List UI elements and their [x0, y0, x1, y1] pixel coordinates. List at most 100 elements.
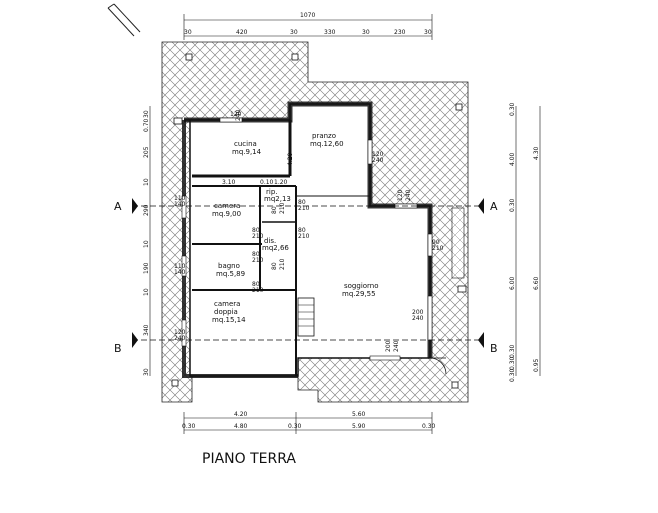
room-pranzo: pranzo mq.12,60: [310, 132, 344, 148]
svg-text:110: 110: [174, 263, 186, 270]
svg-text:0.30: 0.30: [422, 423, 436, 430]
svg-text:80: 80: [298, 199, 306, 206]
room-area: mq.12,60: [310, 140, 344, 148]
svg-text:4.00: 4.00: [509, 152, 516, 166]
section-label-b-left: B: [114, 342, 122, 355]
dimension-left: 30 0.70 205 10 290 10 190 10 340 30: [143, 106, 151, 376]
svg-text:30: 30: [143, 110, 150, 118]
svg-text:4.80: 4.80: [234, 423, 248, 430]
svg-text:0.10: 0.10: [260, 179, 274, 186]
section-label-a-left: A: [114, 200, 122, 213]
dimension-top: 1070 30 420 30 330 30 230 30: [183, 12, 433, 40]
svg-text:6.00: 6.00: [509, 276, 516, 290]
svg-text:200: 200: [412, 309, 424, 316]
svg-text:120: 120: [397, 189, 404, 201]
svg-text:0.30: 0.30: [509, 356, 516, 370]
svg-text:190: 190: [143, 262, 150, 274]
svg-text:5.90: 5.90: [352, 423, 366, 430]
room-name-2: doppia: [214, 308, 238, 316]
room-area: mq2,13: [264, 195, 291, 203]
svg-text:30: 30: [424, 29, 432, 36]
room-area: mq.5,89: [216, 270, 245, 278]
corner-marker-icon: [107, 3, 141, 37]
svg-text:210: 210: [298, 205, 310, 212]
svg-text:0.95: 0.95: [533, 358, 540, 372]
svg-text:240: 240: [372, 157, 384, 164]
svg-text:140: 140: [174, 269, 186, 276]
svg-text:340: 340: [143, 324, 150, 336]
room-cucina: cucina mq.9,14: [232, 140, 262, 156]
svg-text:80: 80: [252, 281, 260, 288]
room-name: soggiorno: [344, 282, 379, 290]
svg-text:80: 80: [271, 206, 278, 214]
svg-text:30: 30: [362, 29, 370, 36]
svg-text:30: 30: [184, 29, 192, 36]
svg-text:4.30: 4.30: [533, 146, 540, 160]
room-area: mq.9,14: [232, 148, 262, 156]
svg-text:120: 120: [174, 329, 186, 336]
svg-text:420: 420: [236, 29, 248, 36]
svg-text:120: 120: [372, 151, 384, 158]
plan-title: PIANO TERRA: [202, 451, 296, 467]
room-area: mq.29,55: [342, 290, 376, 298]
svg-text:210: 210: [252, 233, 264, 240]
svg-text:1.20: 1.20: [274, 179, 288, 186]
svg-text:210: 210: [252, 287, 264, 294]
svg-text:210: 210: [279, 202, 286, 214]
room-name: camera: [214, 300, 240, 308]
svg-text:0.30: 0.30: [288, 423, 302, 430]
stair: [297, 297, 315, 337]
svg-text:205: 205: [143, 146, 150, 158]
svg-text:10: 10: [143, 240, 150, 248]
svg-text:3.10: 3.10: [222, 179, 236, 186]
svg-text:230: 230: [394, 29, 406, 36]
svg-text:240: 240: [393, 340, 400, 352]
svg-text:210: 210: [252, 257, 264, 264]
svg-text:120: 120: [230, 111, 242, 118]
svg-text:0.70: 0.70: [143, 118, 150, 132]
dim-top-total: 1070: [300, 12, 315, 19]
svg-text:290: 290: [143, 204, 150, 216]
room-name: pranzo: [312, 132, 336, 140]
svg-text:80: 80: [271, 262, 278, 270]
room-bagno: bagno mq.5,89: [216, 262, 245, 278]
svg-text:200: 200: [385, 340, 392, 352]
section-line-a: [132, 198, 484, 214]
svg-text:0.30: 0.30: [509, 102, 516, 116]
room-area: mq.15,14: [212, 316, 246, 324]
svg-text:330: 330: [324, 29, 336, 36]
svg-text:210: 210: [432, 245, 444, 252]
svg-text:90: 90: [432, 239, 440, 246]
svg-text:240: 240: [412, 315, 424, 322]
svg-text:80: 80: [252, 227, 260, 234]
svg-text:240: 240: [405, 189, 412, 201]
dimension-bottom: 4.20 5.60 0.30 4.80 0.30 5.90 0.30: [182, 411, 436, 434]
svg-text:110: 110: [174, 195, 186, 202]
room-camera-doppia: camera doppia mq.15,14: [212, 300, 246, 324]
svg-text:210: 210: [279, 258, 286, 270]
svg-text:210: 210: [298, 233, 310, 240]
room-area: mq.9,00: [212, 210, 241, 218]
svg-text:6.60: 6.60: [533, 276, 540, 290]
section-label-a-right: A: [490, 200, 498, 213]
room-name: cucina: [234, 140, 257, 148]
svg-text:0.30: 0.30: [509, 368, 516, 382]
svg-text:10: 10: [143, 288, 150, 296]
dimension-right: 0.30 4.00 0.30 6.00 0.30 0.30 0.30 4.30 …: [509, 102, 541, 382]
svg-text:10: 10: [143, 178, 150, 186]
svg-text:0.30: 0.30: [182, 423, 196, 430]
room-name: rip.: [266, 188, 278, 196]
room-name: dis.: [264, 237, 276, 245]
svg-text:240: 240: [235, 109, 242, 121]
svg-text:4.20: 4.20: [287, 152, 294, 166]
svg-text:80: 80: [252, 251, 260, 258]
room-name: bagno: [218, 262, 240, 270]
svg-text:5.60: 5.60: [352, 411, 366, 418]
svg-text:0.30: 0.30: [509, 198, 516, 212]
room-area: mq2,66: [262, 244, 289, 252]
svg-text:0.30: 0.30: [509, 344, 516, 358]
section-line-b: [132, 332, 484, 348]
section-label-b-right: B: [490, 342, 498, 355]
opening-notes: 120 240 4.20 120 240 120 240 90 210 200 …: [174, 109, 444, 352]
